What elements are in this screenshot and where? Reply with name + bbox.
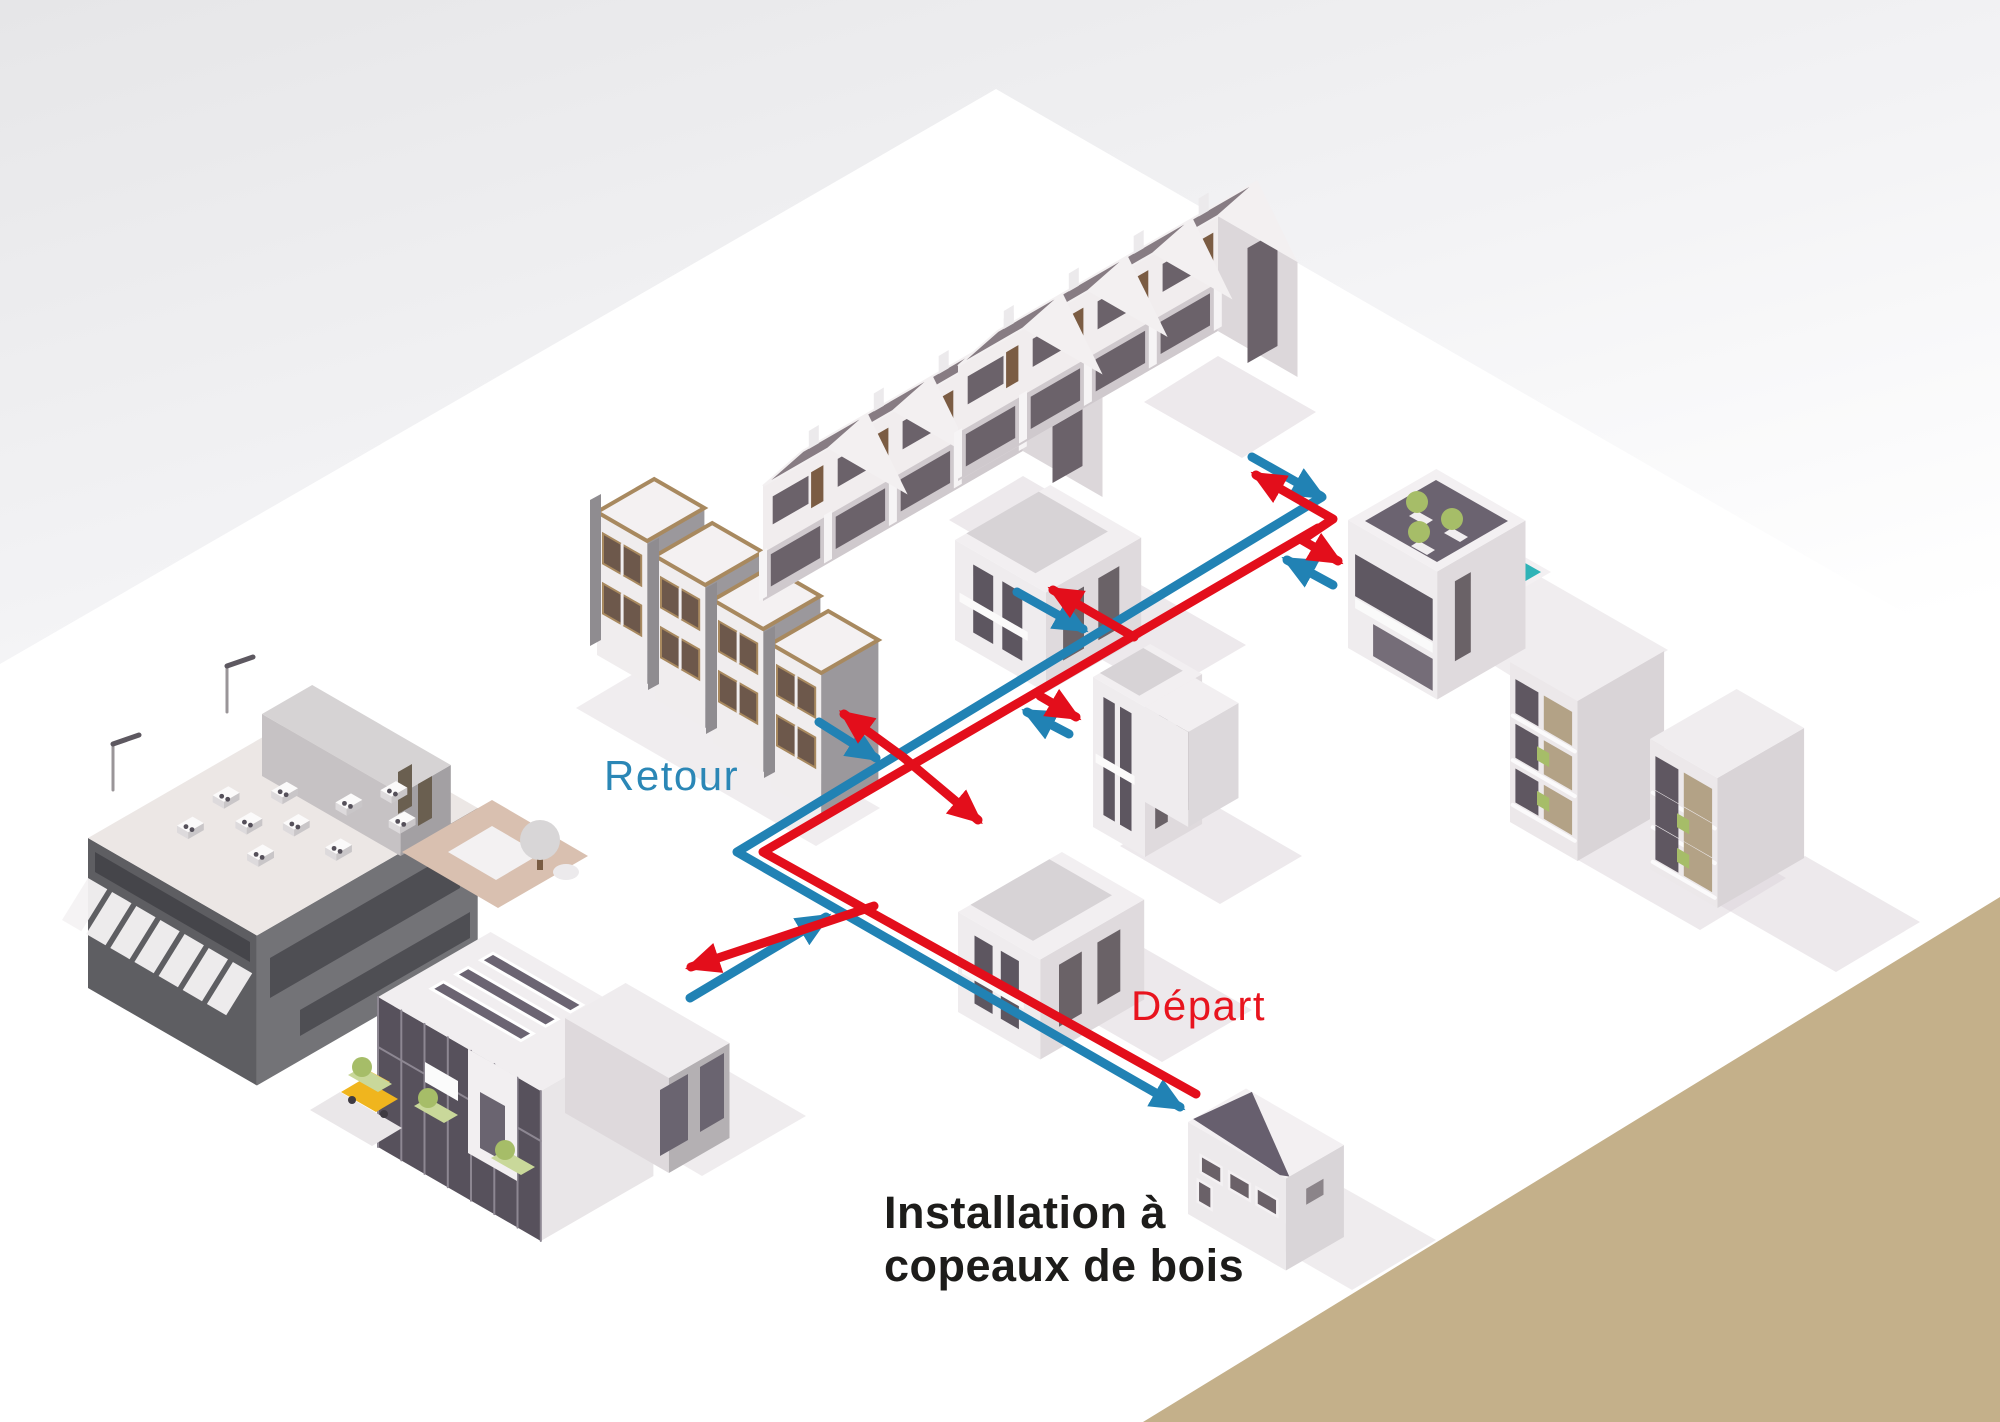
green-awning: [1677, 813, 1690, 835]
bush-icon: [418, 1088, 438, 1108]
building-dealership: [310, 932, 730, 1242]
building-house-b: [1093, 644, 1239, 857]
installation-label: Installation à copeaux de bois: [884, 1187, 1245, 1292]
green-awning: [1537, 746, 1550, 768]
roof-tree-icon: [1441, 508, 1463, 530]
building-factory: [62, 654, 478, 1086]
tree-icon: [520, 820, 560, 860]
return-pipe-label: Retour: [604, 752, 740, 799]
bush-icon: [352, 1057, 372, 1077]
roof-tree-icon: [1408, 521, 1430, 543]
satellite-dish-icon: [553, 864, 579, 880]
supply-pipe-label: Départ: [1131, 982, 1267, 1029]
building-rowhouses-top: [954, 180, 1298, 481]
building-installation: [1188, 1088, 1344, 1271]
district-heating-pipes: [685, 452, 1344, 1112]
green-awning: [1677, 847, 1690, 869]
building-apartment-2: [1650, 689, 1805, 908]
roof-tree-icon: [1406, 491, 1428, 513]
bush-icon: [495, 1140, 515, 1160]
building-apartment-1: [1510, 612, 1665, 861]
plaza: [402, 800, 588, 908]
green-awning: [1537, 790, 1550, 812]
supply-pipe: [685, 470, 1344, 1099]
car-icon: [341, 1079, 398, 1112]
building-villa: [1348, 469, 1552, 700]
sand-corner: [1143, 897, 2000, 1422]
